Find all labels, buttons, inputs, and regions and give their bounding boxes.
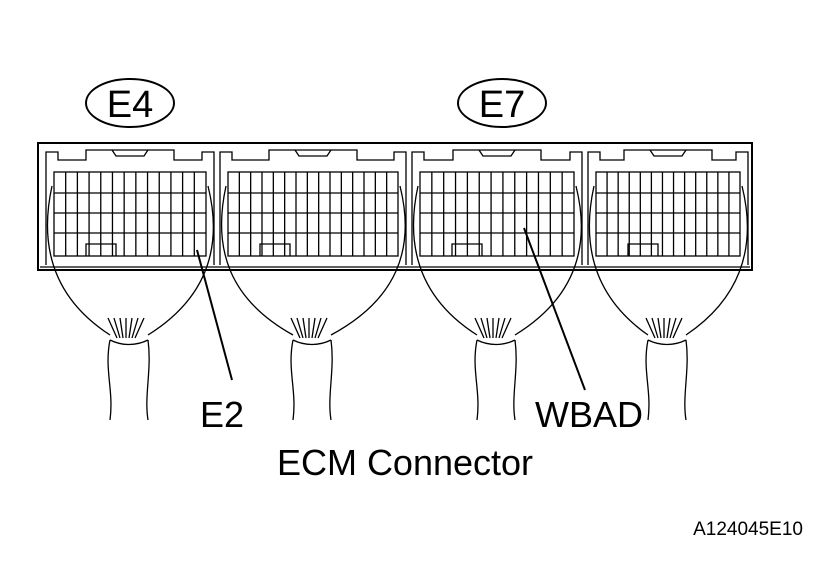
connector-block-1 bbox=[45, 149, 215, 421]
caption: ECM Connector bbox=[277, 442, 533, 483]
connector-blocks bbox=[45, 149, 749, 421]
callout-e2: E2 bbox=[200, 394, 244, 435]
figure-code: A124045E10 bbox=[693, 519, 803, 540]
connector-id-badge-e7: E7 bbox=[457, 78, 547, 128]
connector-id-e4: E4 bbox=[107, 84, 153, 126]
connector-id-e7: E7 bbox=[479, 84, 525, 126]
callout-wbad: WBAD bbox=[535, 394, 643, 435]
leader-line-e2 bbox=[196, 249, 233, 381]
ecm-housing bbox=[37, 142, 753, 271]
leader-line-wbad bbox=[523, 227, 586, 391]
connector-id-badge-e4: E4 bbox=[85, 78, 175, 128]
wire-harness-1 bbox=[46, 185, 214, 421]
connector-block-4 bbox=[587, 149, 749, 421]
wire-harness-2 bbox=[220, 185, 406, 421]
wire-harness-4 bbox=[588, 185, 749, 421]
connector-block-2 bbox=[219, 149, 407, 421]
wire-harness-3 bbox=[412, 185, 582, 421]
connector-block-3 bbox=[411, 149, 583, 421]
